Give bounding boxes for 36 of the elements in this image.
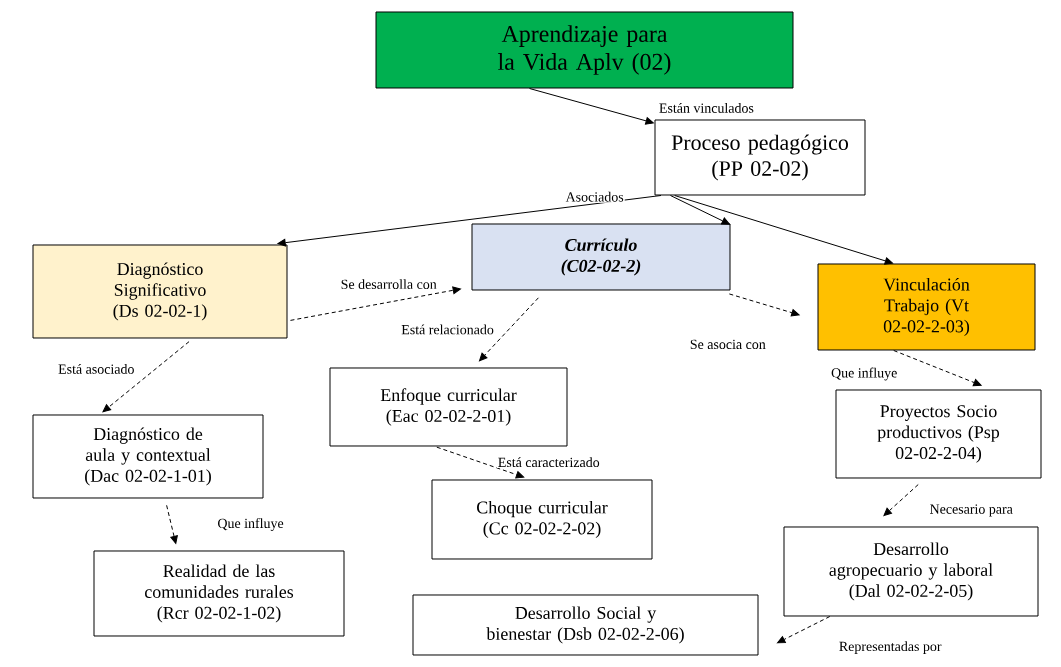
edge-label: Necesario para	[928, 503, 1014, 518]
arrow	[436, 446, 525, 479]
edge-label: Se desarrolla con	[339, 278, 438, 290]
edge-label: Están vinculados	[657, 102, 755, 114]
arrow	[776, 616, 831, 644]
concept-box: Vinculación Trabajo (Vt 02-02-2-03)	[817, 263, 1036, 351]
arrow	[674, 195, 894, 265]
arrow	[728, 293, 800, 317]
concept-box: Currículo (C02-02-2)	[471, 223, 731, 291]
concept-box: Desarrollo agropecuario y laboral (Dal 02-02-2-05)	[783, 526, 1039, 617]
arrow	[893, 350, 982, 387]
concept-box: Proceso pedagógico (PP 02-02)	[654, 119, 866, 196]
concept-box: Desarrollo Social y bienestar (Dsb 02-02-2-06)	[412, 594, 759, 656]
edge-label: Está caracterizado	[496, 456, 601, 469]
edge-label: Está relacionado	[400, 323, 495, 336]
edge-label: Que influye	[216, 517, 285, 532]
edge-label: Asociados	[564, 190, 625, 203]
arrow	[277, 195, 662, 247]
arrow	[102, 341, 190, 413]
concept-box: Enfoque curricular (Eac 02-02-2-01)	[329, 367, 568, 447]
concept-box: Diagnóstico de aula y contextual (Dac 02-02-1-01)	[32, 414, 264, 499]
concept-box: Diagnóstico Significativo (Ds 02-02-1)	[32, 244, 288, 339]
concept-box: Realidad de las comunidades rurales (Rcr 02-02-1-02)	[93, 550, 345, 637]
arrow	[166, 504, 178, 544]
concept-box: Proyectos Socio productivos (Psp 02-02-2-04)	[835, 389, 1042, 479]
edge-label: Representadas por	[837, 640, 943, 655]
edge-label: Está asociado	[57, 363, 136, 375]
arrow	[289, 286, 461, 321]
concept-box: Aprendizaje para la Vida Aplv (02)	[375, 11, 794, 89]
concept-box: Choque curricular (Cc 02-02-2-02)	[431, 479, 653, 560]
arrow	[669, 195, 730, 225]
arrow	[479, 297, 539, 362]
arrow	[529, 88, 654, 125]
edge-label: Se asocia con	[688, 338, 767, 351]
edge-label: Que influye	[830, 366, 899, 382]
arrow	[883, 484, 919, 517]
